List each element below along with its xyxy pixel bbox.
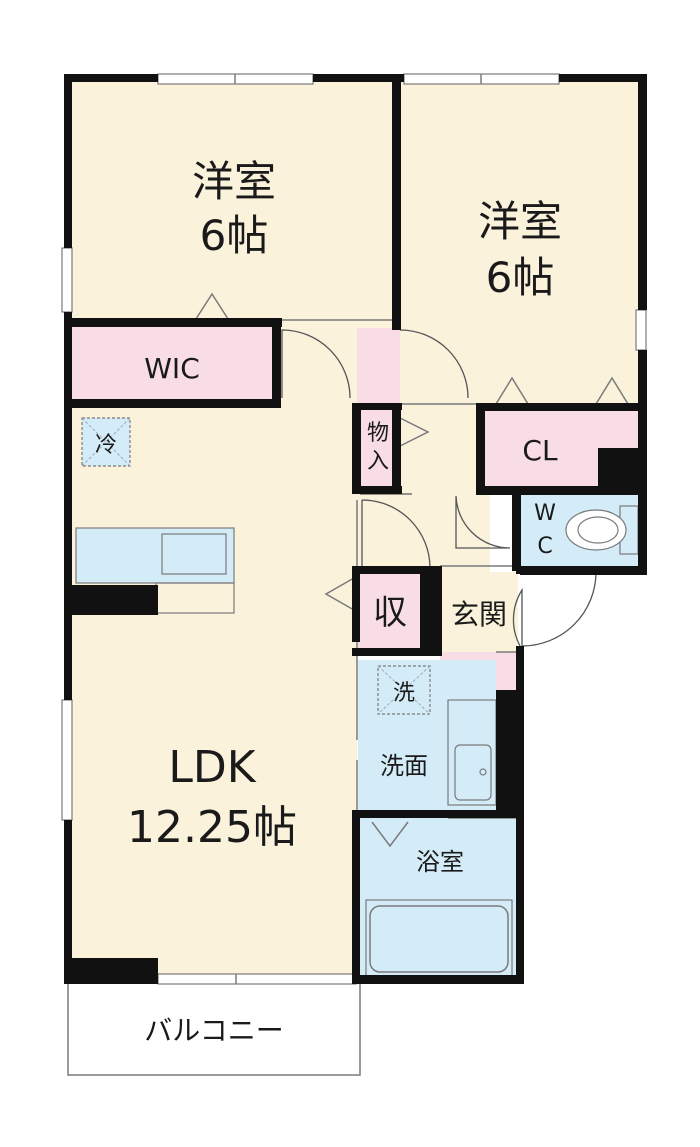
storeroom-label-1: 物 xyxy=(367,421,389,446)
fridge-label: 冷 xyxy=(95,433,117,458)
bathroom-label: 浴室 xyxy=(416,848,464,876)
door-swings xyxy=(281,329,597,647)
walls xyxy=(64,74,647,984)
interior-lines xyxy=(72,319,520,819)
bedroom1-size: 6帖 xyxy=(200,211,269,260)
storage-label: 収 xyxy=(373,593,407,633)
ldk-name: LDK xyxy=(168,742,256,793)
vanity-basin xyxy=(454,744,492,801)
entrance-label: 玄関 xyxy=(451,598,507,631)
vanity-drain xyxy=(479,768,487,776)
storeroom-label-2: 入 xyxy=(367,449,389,474)
storage-floor xyxy=(358,572,420,648)
windows xyxy=(61,73,647,985)
washroom-label: 洗面 xyxy=(380,752,428,780)
wic-floor xyxy=(72,325,277,408)
bathtub xyxy=(369,905,509,973)
bedroom2-name: 洋室 xyxy=(478,197,562,246)
hall-pink-strip xyxy=(357,328,400,404)
washer-label: 洗 xyxy=(393,681,415,706)
entrance-floor xyxy=(440,572,518,652)
sink xyxy=(161,533,227,575)
opening-markers xyxy=(193,292,629,848)
toilet-label-2: C xyxy=(537,534,552,559)
closet-label: CL xyxy=(522,434,558,467)
ldk-size: 12.25帖 xyxy=(127,802,297,853)
toilet-label-1: W xyxy=(534,501,556,526)
bedroom1-floor xyxy=(72,80,400,325)
bedroom2-size: 6帖 xyxy=(486,253,555,302)
balcony-floor xyxy=(67,982,361,1076)
kitchen-counter xyxy=(75,527,235,614)
balcony-label: バルコニー xyxy=(144,1014,283,1047)
bedroom1-name: 洋室 xyxy=(192,157,276,206)
wic-label: WIC xyxy=(144,352,200,385)
hall-floor-2 xyxy=(400,405,490,575)
